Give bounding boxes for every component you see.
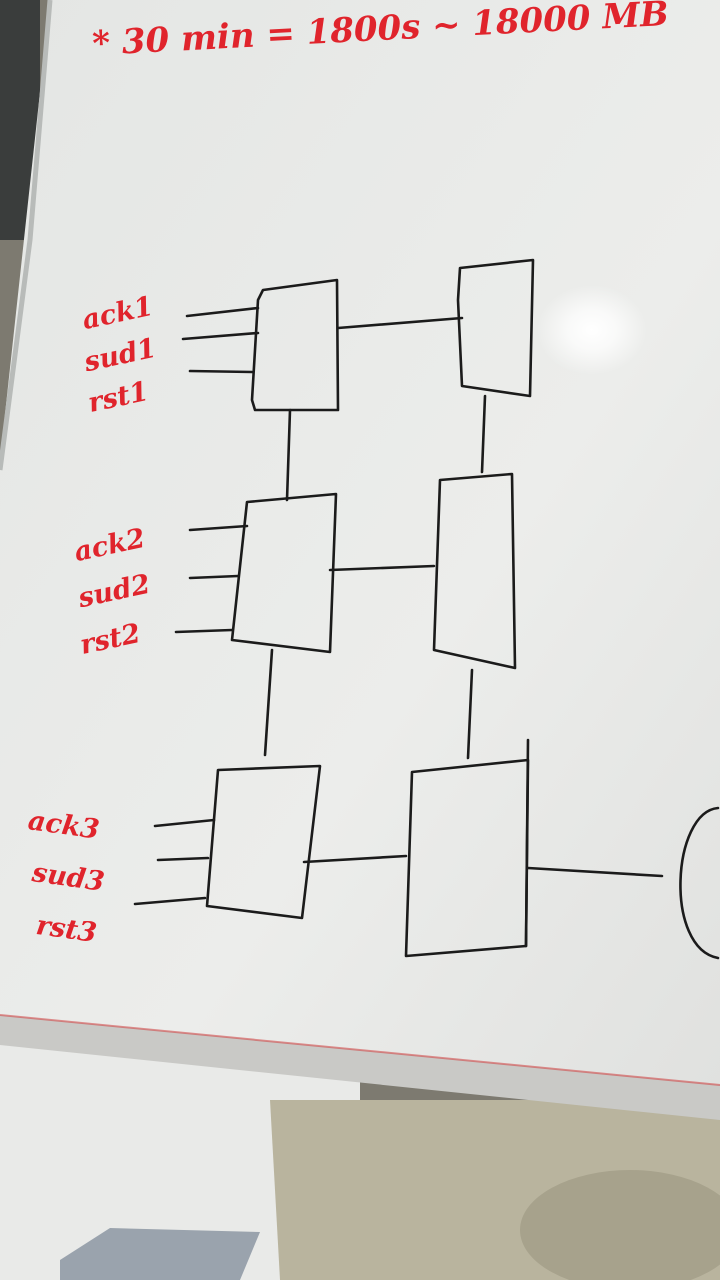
link-row2 <box>328 564 436 572</box>
block-right-3-edge <box>524 738 530 948</box>
vertical-right-1 <box>480 394 487 474</box>
link-row3 <box>302 854 408 864</box>
marker-tray <box>0 1015 720 1120</box>
whiteboard-surface <box>0 0 720 1090</box>
block-right-1 <box>456 258 535 398</box>
input-line-2c <box>174 628 234 634</box>
table-stain <box>520 1170 720 1280</box>
input-line-2a <box>188 524 249 532</box>
label-rst3: rst3 <box>34 909 99 950</box>
input-line-1b <box>181 331 260 341</box>
input-line-1a <box>185 306 260 318</box>
vertical-right-2 <box>466 668 474 760</box>
block-right-2 <box>432 472 517 670</box>
input-line-3a <box>153 818 216 828</box>
input-line-2b <box>188 574 240 580</box>
block-left-2 <box>230 492 338 654</box>
block-left-1 <box>250 278 340 412</box>
input-line-1c <box>188 369 254 374</box>
wrapper-object <box>60 1228 260 1280</box>
block-diagram <box>133 258 720 960</box>
vertical-left-2 <box>263 648 274 757</box>
input-line-3b <box>156 856 210 862</box>
link-row1 <box>336 316 464 330</box>
block-left-3 <box>205 764 322 920</box>
output-link <box>526 866 664 878</box>
light-glare <box>537 285 647 375</box>
input-line-3c <box>133 896 207 906</box>
tray-edge <box>0 1014 720 1086</box>
output-node-arc <box>679 806 720 960</box>
vertical-left-1 <box>285 408 292 502</box>
board-frame-edge <box>0 0 53 471</box>
